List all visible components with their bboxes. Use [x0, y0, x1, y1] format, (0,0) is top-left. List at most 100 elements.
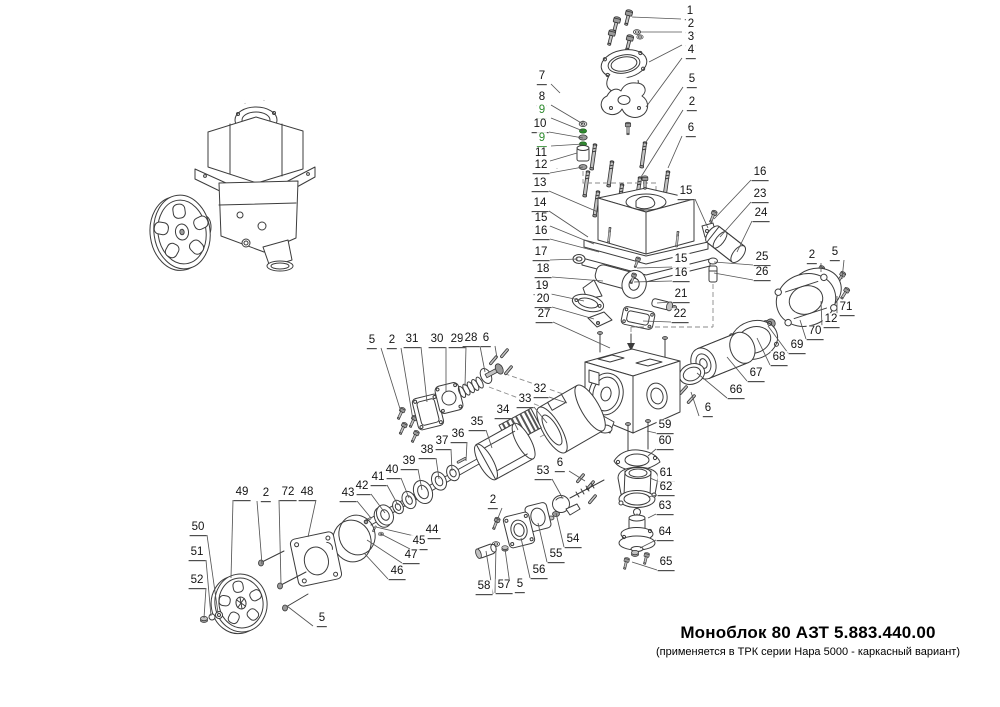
rotor-group: [363, 384, 606, 537]
washer-38: [430, 471, 448, 491]
rotor-35: [474, 422, 536, 481]
leader-line-5: [841, 259, 845, 280]
valve-body-18-group: [571, 254, 678, 330]
leader-line-13: [548, 190, 599, 213]
leader-line-16: [633, 280, 673, 283]
vapor-tube-7-group: [556, 91, 657, 192]
leader-line-57: [494, 545, 497, 594]
leader-line-12: [820, 300, 823, 328]
leader-line-60: [647, 448, 657, 457]
leader-line-8: [550, 104, 584, 125]
leader-line-6: [568, 470, 586, 482]
leader-line-51: [205, 559, 212, 617]
leader-line-69: [767, 325, 789, 354]
pulley-49: [210, 573, 268, 635]
square-gasket-22: [620, 306, 656, 330]
leader-line-2: [400, 347, 414, 421]
leader-line-43: [356, 500, 372, 519]
leader-line-72: [278, 499, 282, 585]
ring-47: [338, 514, 376, 556]
leader-line-7: [550, 83, 561, 94]
bolt-65b: [641, 551, 651, 566]
leader-line-2: [256, 500, 263, 565]
leader-line-20: [551, 306, 595, 320]
leader-line-47: [366, 539, 403, 564]
plate-31: [411, 393, 445, 431]
spring-29: [457, 376, 484, 398]
float-valve-column: [613, 449, 661, 571]
leader-line-17: [549, 258, 579, 261]
wedge-20: [587, 311, 613, 328]
check-valve-group: [395, 347, 514, 444]
leader-lines-layer: [203, 16, 845, 627]
ring-41: [392, 499, 404, 515]
leader-line-32: [548, 396, 568, 404]
leader-line-64: [639, 539, 657, 549]
bolt-65a: [621, 556, 631, 571]
drawing-title: Моноблок 80 АЗТ 5.883.440.00: [680, 623, 936, 642]
leader-line-41: [386, 484, 399, 506]
leader-line-31: [420, 346, 428, 403]
washer-25: [708, 257, 718, 265]
drawing-subtitle: (применяется в ТРК серии Нара 5000 - кар…: [655, 646, 960, 658]
nut-64: [631, 550, 639, 557]
pin-36: [456, 456, 467, 464]
bearing-flange-48: [289, 531, 343, 587]
leader-line-37: [450, 448, 453, 472]
leader-line-5: [645, 86, 684, 143]
leader-line-16: [549, 238, 600, 253]
leader-line-53: [551, 478, 563, 498]
leader-line-52: [203, 587, 207, 619]
leader-line-9: [550, 143, 584, 147]
solenoid-valve-group: [701, 209, 746, 327]
leader-line-2: [640, 109, 684, 178]
leader-line-15: [549, 225, 595, 245]
leader-line-26: [713, 272, 754, 281]
leader-line-22: [642, 320, 672, 323]
leader-line-4: [645, 57, 683, 108]
title-block: Моноблок 80 АЗТ 5.883.440.00 (применяетс…: [656, 623, 960, 658]
cover-plate-56: [502, 511, 536, 549]
leader-line-27: [552, 321, 611, 349]
separator-cover-13: [583, 175, 709, 265]
leader-line-33: [533, 406, 548, 424]
leader-line-6: [667, 135, 683, 169]
leader-line-61: [649, 477, 658, 482]
leader-line-2: [495, 507, 503, 524]
leader-line-59: [646, 430, 657, 434]
leader-line-65: [631, 561, 658, 571]
leader-line-36: [465, 441, 468, 462]
leader-line-18: [551, 276, 604, 282]
leader-line-15: [694, 198, 709, 229]
assembled-monoblock-drawing: [149, 88, 316, 272]
bearing-39: [412, 479, 434, 505]
leader-line-40: [400, 477, 410, 499]
leader-line-10: [548, 131, 584, 139]
leader-line-14: [548, 210, 589, 238]
leader-line-5: [380, 347, 402, 413]
leader-line-6: [494, 345, 498, 359]
leader-line-29: [464, 346, 467, 387]
leader-line-54: [555, 512, 565, 548]
leader-line-19: [550, 293, 585, 302]
leader-line-6: [690, 391, 700, 417]
washer-40: [401, 490, 417, 510]
leader-line-25: [713, 261, 754, 266]
leader-line-15: [636, 266, 673, 269]
leader-line-50: [206, 534, 219, 614]
washer-37: [446, 464, 460, 482]
leader-line-66: [696, 372, 728, 399]
leader-line-28: [479, 345, 486, 373]
gasket-19: [571, 293, 605, 313]
leader-line-63: [647, 513, 657, 519]
leader-line-42: [370, 493, 386, 514]
valve-26: [708, 265, 718, 283]
leader-line-38: [435, 457, 440, 480]
washer-50: [215, 611, 223, 619]
gasket-55: [524, 502, 552, 532]
seal-42: [373, 504, 395, 528]
top-cover-fasteners-group: [605, 8, 644, 52]
leader-line-45: [380, 533, 411, 550]
